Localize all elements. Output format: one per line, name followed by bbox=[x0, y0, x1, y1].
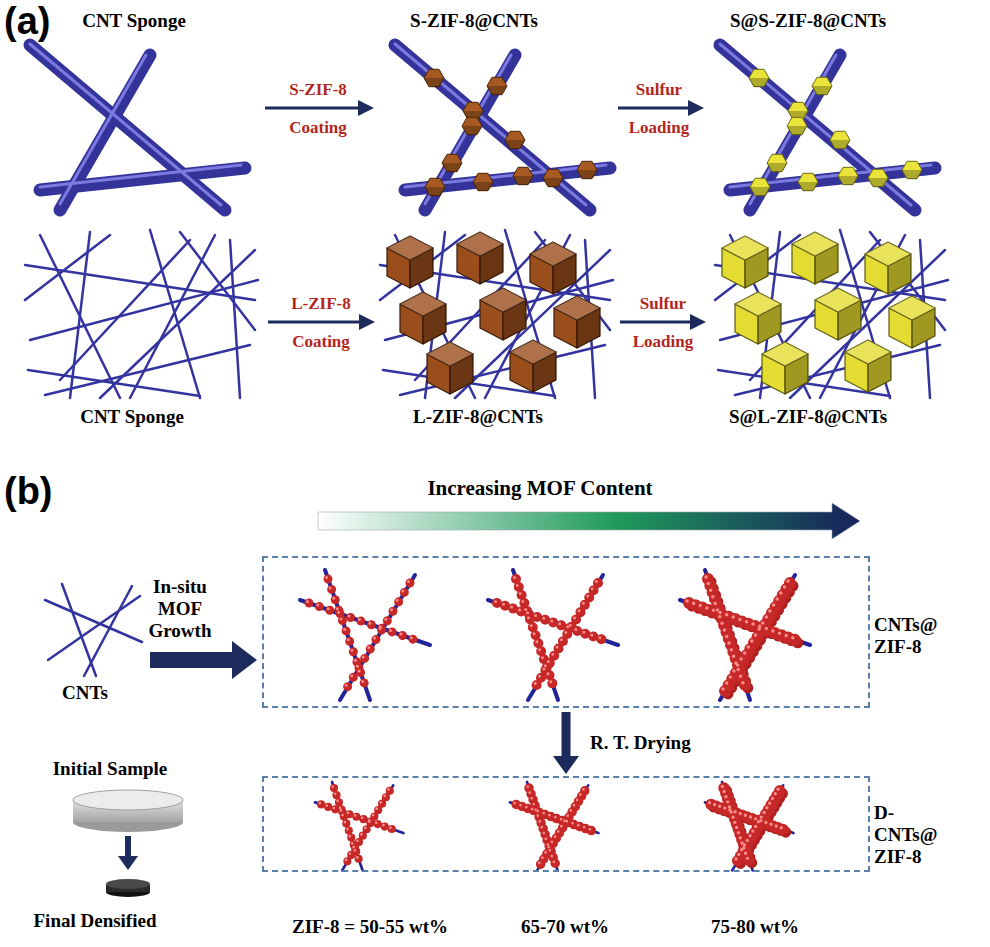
densified-structure bbox=[510, 782, 598, 870]
cnt-zif8-structure bbox=[687, 577, 799, 689]
edge-label: R. T. Drying bbox=[588, 732, 693, 754]
densified-structure bbox=[315, 782, 403, 870]
densified-structure bbox=[516, 788, 592, 864]
figure-label: S@L-ZIF-8@CNTs bbox=[708, 406, 908, 428]
figure-label: Loading bbox=[599, 118, 719, 138]
l-zif8-cnt-structure bbox=[380, 230, 613, 398]
cnt-network bbox=[45, 600, 142, 642]
process-arrow bbox=[553, 712, 579, 774]
cnt-zif8-structure bbox=[300, 570, 430, 700]
figure-label: CNT Sponge bbox=[42, 406, 222, 428]
growth-arrow bbox=[150, 641, 257, 679]
cnt-zif8-structure bbox=[488, 570, 618, 700]
figure-label: In-situ MOF Growth bbox=[142, 576, 218, 642]
cnt-network bbox=[45, 584, 142, 676]
cnt-zif8-structure bbox=[680, 570, 810, 700]
sulfur-l-zif8-structure bbox=[715, 230, 948, 398]
figure-label: Sulfur bbox=[603, 294, 723, 314]
process-arrow bbox=[620, 321, 692, 324]
cnt-zif8-structure bbox=[680, 570, 810, 700]
densified-structure bbox=[321, 788, 397, 864]
dashed-group-box: D- CNTs@ ZIF-8 bbox=[262, 776, 870, 872]
thin-cnt-sponge bbox=[25, 230, 258, 398]
densified-structure bbox=[315, 782, 403, 870]
initial-sample-disk bbox=[73, 790, 183, 832]
thick-cnt-sponge bbox=[30, 44, 245, 210]
figure-label: L-ZIF-8@CNTs bbox=[378, 406, 578, 428]
panel-letter: (b) bbox=[4, 470, 84, 514]
s-zif8-cnt-structure bbox=[395, 44, 610, 210]
densified-structure bbox=[709, 786, 785, 862]
gradient-arrow bbox=[318, 503, 860, 539]
sulfur-s-zif8-structure bbox=[720, 44, 935, 210]
s-zif8-cnt-structure bbox=[424, 69, 597, 195]
sulfur-l-zif8-structure bbox=[715, 230, 948, 398]
dashed-group-box: CNTs@ ZIF-8 bbox=[262, 556, 870, 708]
densified-disk bbox=[106, 879, 150, 889]
l-zif8-cnt-structure bbox=[380, 230, 613, 398]
process-arrow bbox=[688, 100, 704, 116]
cnt-zif8-structure bbox=[496, 578, 608, 690]
figure-label: 75-80 wt% bbox=[680, 916, 830, 938]
cnt-network bbox=[48, 596, 140, 660]
densified-disk bbox=[106, 879, 150, 897]
figure-label: S@S-ZIF-8@CNTs bbox=[708, 10, 908, 32]
figure-label: S-ZIF-8 bbox=[258, 80, 378, 100]
densify-arrow bbox=[118, 856, 138, 870]
figure-label: Coating bbox=[261, 332, 381, 352]
cnt-zif8-structure bbox=[300, 570, 430, 700]
s-zif8-cnt-structure bbox=[395, 44, 610, 210]
sulfur-s-zif8-structure bbox=[720, 44, 935, 210]
process-arrow bbox=[359, 314, 375, 330]
arrow-shaft bbox=[562, 712, 571, 758]
figure-label: 65-70 wt% bbox=[490, 916, 640, 938]
densified-structure bbox=[515, 787, 591, 863]
densified-structure bbox=[320, 787, 396, 863]
figure-label: CNT Sponge bbox=[44, 10, 224, 32]
group-heading: D- CNTs@ ZIF-8 bbox=[874, 802, 956, 868]
figure-label: L-ZIF-8 bbox=[261, 294, 381, 314]
densified-structure bbox=[705, 782, 793, 870]
figure-label: Coating bbox=[258, 118, 378, 138]
sulfur-s-zif8-structure bbox=[749, 69, 922, 195]
figure-label: Loading bbox=[603, 332, 723, 352]
process-arrow bbox=[265, 107, 360, 110]
densify-arrow bbox=[118, 836, 138, 870]
panel-letter: (a) bbox=[4, 0, 84, 44]
thick-cnt-sponge bbox=[30, 44, 245, 210]
densified-structure bbox=[510, 782, 598, 870]
process-arrow bbox=[690, 314, 706, 330]
figure-label: Initial Sample bbox=[20, 758, 200, 780]
cnt-zif8-structure bbox=[309, 579, 421, 691]
cnt-zif8-structure bbox=[689, 579, 801, 691]
initial-sample-disk bbox=[73, 790, 183, 810]
arrow-head bbox=[553, 756, 579, 774]
sulfur-l-zif8-structure bbox=[722, 232, 935, 394]
figure-label: CNTs bbox=[30, 682, 140, 704]
thin-cnt-sponge bbox=[25, 230, 258, 398]
figure-label: Final Densified bbox=[0, 910, 190, 932]
densified-structure bbox=[705, 782, 793, 870]
figure-label: Increasing MOF Content bbox=[330, 476, 750, 500]
l-zif8-cnt-structure bbox=[387, 232, 600, 394]
cnt-zif8-structure bbox=[308, 578, 420, 690]
figure-label: Sulfur bbox=[599, 80, 719, 100]
process-arrow bbox=[618, 107, 690, 110]
process-arrow bbox=[358, 100, 374, 116]
figure-label: S-ZIF-8@CNTs bbox=[384, 10, 564, 32]
process-arrow bbox=[268, 321, 361, 324]
group-heading: CNTs@ ZIF-8 bbox=[874, 614, 956, 658]
densify-arrow bbox=[125, 836, 131, 858]
figure-label: ZIF-8 = 50-55 wt% bbox=[250, 916, 490, 938]
cnt-zif8-structure bbox=[488, 570, 618, 700]
